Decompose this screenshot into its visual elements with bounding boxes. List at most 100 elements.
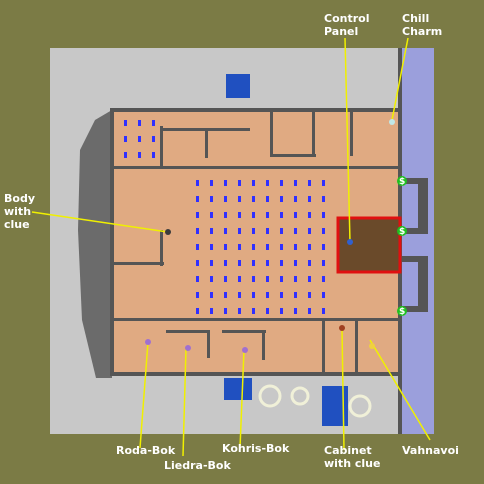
plant-tile (238, 228, 241, 234)
plant-tile (266, 196, 269, 202)
plant-tile (224, 292, 227, 298)
plant-tile (294, 292, 297, 298)
plant-tile (266, 292, 269, 298)
label-control-panel: Control Panel (324, 12, 370, 38)
plant-tile (280, 244, 283, 250)
plant-tile (224, 228, 227, 234)
plant-tile (266, 260, 269, 266)
plant-tile (252, 244, 255, 250)
roda-bok-marker[interactable] (145, 339, 151, 345)
plant-tile (322, 308, 325, 314)
kohris-bok-marker[interactable] (242, 347, 248, 353)
plant-tile (196, 276, 199, 282)
label-vahnavoi: Vahnavoi (402, 444, 459, 457)
control-panel-marker[interactable] (347, 239, 353, 245)
plant-tile (322, 212, 325, 218)
cabinet-marker[interactable] (339, 325, 345, 331)
plant-tile (196, 292, 199, 298)
plant-tile (294, 244, 297, 250)
callout-lines (31, 37, 431, 457)
pool-north (226, 74, 250, 98)
label-kohris-bok: Kohris-Bok (222, 442, 290, 455)
plant-tile (252, 228, 255, 234)
plant-tile (210, 228, 213, 234)
plant-tile (266, 180, 269, 186)
rubble-west (78, 110, 112, 378)
plant-tile (294, 260, 297, 266)
plant-tile (252, 308, 255, 314)
liedra-bok-marker[interactable] (185, 345, 191, 351)
plant-tile (224, 180, 227, 186)
plant-tile (266, 228, 269, 234)
plant-tile (210, 244, 213, 250)
plant-tile (238, 196, 241, 202)
plant-tile (210, 180, 213, 186)
pool-southwest (224, 378, 252, 400)
plant-tile (238, 212, 241, 218)
plant-tile (308, 228, 311, 234)
plant-tile (196, 212, 199, 218)
east-annex-south-inner (402, 262, 418, 306)
door-marker-text: $ (399, 307, 405, 317)
plant-tile (252, 212, 255, 218)
label-liedra-bok: Liedra-Bok (164, 459, 231, 472)
plant-tile (224, 212, 227, 218)
plant-tile (124, 120, 127, 126)
plant-tile (308, 276, 311, 282)
label-chill-charm: Chill Charm (402, 12, 443, 38)
plant-tile (294, 228, 297, 234)
plant-tile (210, 260, 213, 266)
plant-tile (294, 308, 297, 314)
plant-tile (124, 152, 127, 158)
plant-tile (152, 120, 155, 126)
chill-charm-marker[interactable] (389, 119, 395, 125)
plant-tile (294, 212, 297, 218)
door-marker-text: $ (399, 177, 405, 187)
snow-patches (258, 384, 372, 418)
plant-tile (322, 196, 325, 202)
plant-tile (322, 292, 325, 298)
plant-tile (294, 276, 297, 282)
control-panel-room (336, 216, 402, 274)
plant-tile (210, 212, 213, 218)
east-annex-north-inner (402, 184, 418, 228)
plant-tile (252, 276, 255, 282)
plant-tile (196, 244, 199, 250)
plant-tile (196, 308, 199, 314)
plant-tile (266, 276, 269, 282)
plant-tile (280, 308, 283, 314)
interior-walls (114, 112, 398, 372)
plant-tile (210, 308, 213, 314)
plant-tile (196, 180, 199, 186)
plant-tile (266, 212, 269, 218)
plant-tile (238, 276, 241, 282)
plant-tile (322, 276, 325, 282)
plant-tile (152, 136, 155, 142)
plant-tile (280, 196, 283, 202)
plant-tile (266, 308, 269, 314)
plant-tile (124, 136, 127, 142)
plant-tile (322, 228, 325, 234)
plant-tile (322, 244, 325, 250)
floor-plants (124, 120, 325, 314)
plant-tile (308, 212, 311, 218)
plant-tile (210, 276, 213, 282)
plant-tile (308, 308, 311, 314)
plant-tile (210, 196, 213, 202)
label-body-with-clue: Body with clue (4, 192, 35, 231)
plant-tile (280, 276, 283, 282)
vahnavoi-marker[interactable] (369, 343, 375, 349)
plant-tile (196, 228, 199, 234)
plant-tile (238, 292, 241, 298)
plant-tile (210, 292, 213, 298)
plant-tile (308, 292, 311, 298)
plant-tile (224, 308, 227, 314)
plant-tile (252, 292, 255, 298)
body-marker[interactable] (165, 229, 171, 235)
plant-tile (196, 196, 199, 202)
plant-tile (280, 292, 283, 298)
plant-tile (322, 260, 325, 266)
plant-tile (238, 244, 241, 250)
plant-tile (280, 228, 283, 234)
plant-tile (308, 180, 311, 186)
